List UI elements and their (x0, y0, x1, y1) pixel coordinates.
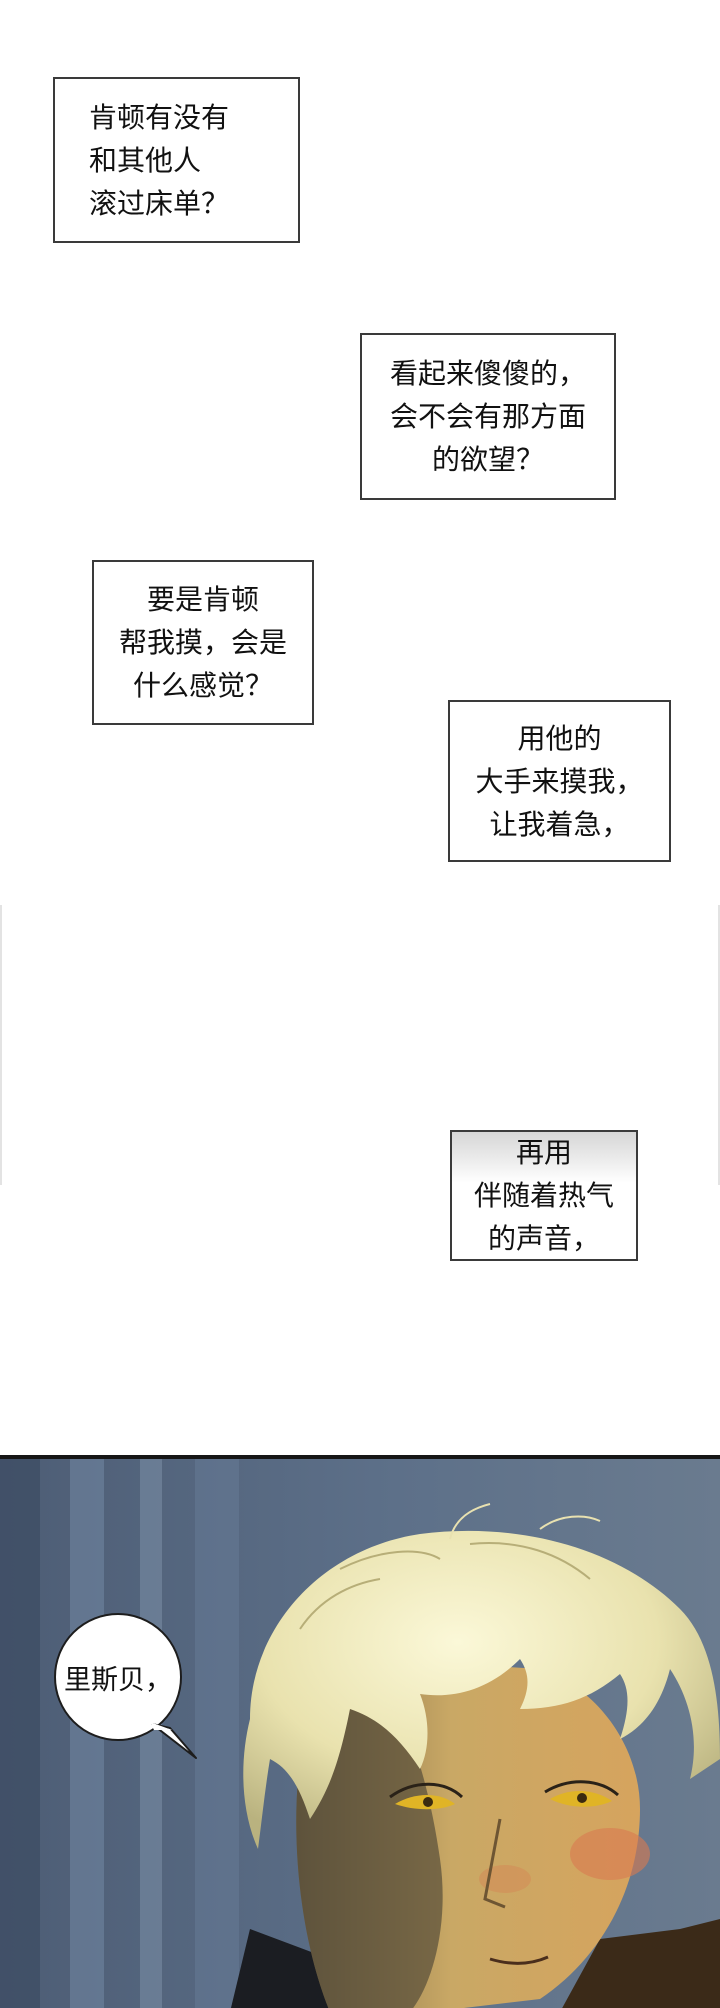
pupil (423, 1797, 433, 1807)
speech-text: 里斯贝， (64, 1664, 172, 1696)
narration-line: 的声音， (487, 1222, 600, 1255)
blush (479, 1865, 531, 1893)
eyelid (544, 1780, 619, 1797)
hair (243, 1530, 720, 1849)
narration-line: 的欲望？ (431, 443, 544, 476)
narration-line: 帮我摸，会是 (118, 626, 287, 659)
narration-line: 要是肯顿 (146, 583, 259, 616)
narration-line: 大手来摸我， (475, 764, 644, 798)
coat-shoulder (562, 1919, 720, 2008)
comic-panel (0, 1455, 720, 2008)
nose (483, 1818, 506, 1909)
speech-bubble-tail (150, 1722, 197, 1759)
eyelid (389, 1782, 464, 1799)
narration-line: 让我着急， (489, 807, 630, 841)
background-pillar (140, 1459, 162, 2008)
narration-box-3: 要是肯顿 帮我摸，会是 什么感觉？ (92, 560, 314, 725)
narration-box-4: 用他的 大手来摸我， 让我着急， (448, 700, 671, 862)
hair-strands (449, 1503, 601, 1540)
panel-edge-left (0, 905, 2, 1185)
narration-line: 滚过床单？ (89, 186, 230, 220)
narration-line: 用他的 (517, 721, 602, 755)
hair-strands (299, 1542, 591, 1630)
speech-bubble: 里斯贝， (54, 1613, 182, 1741)
panel-edge-right (718, 905, 720, 1185)
narration-line: 什么感觉？ (132, 669, 273, 702)
blush (570, 1828, 650, 1880)
narration-line: 和其他人 (89, 143, 202, 177)
background-pillar (0, 1459, 40, 2008)
narration-line: 肯顿有没有 (89, 100, 230, 134)
narration-line: 再用 (515, 1136, 572, 1169)
narration-box-2: 看起来傻傻的， 会不会有那方面 的欲望？ (360, 333, 616, 500)
mouth (489, 1955, 549, 1965)
background-pillar (195, 1459, 239, 2008)
character-illustration (0, 1459, 720, 2008)
narration-box-5: 再用 伴随着热气 的声音， (450, 1130, 638, 1261)
narration-line: 看起来傻傻的， (389, 357, 586, 390)
narration-line: 会不会有那方面 (389, 400, 586, 433)
narration-line: 伴随着热气 (473, 1179, 614, 1212)
pupil (577, 1793, 587, 1803)
narration-box-1: 肯顿有没有 和其他人 滚过床单？ (53, 77, 300, 243)
